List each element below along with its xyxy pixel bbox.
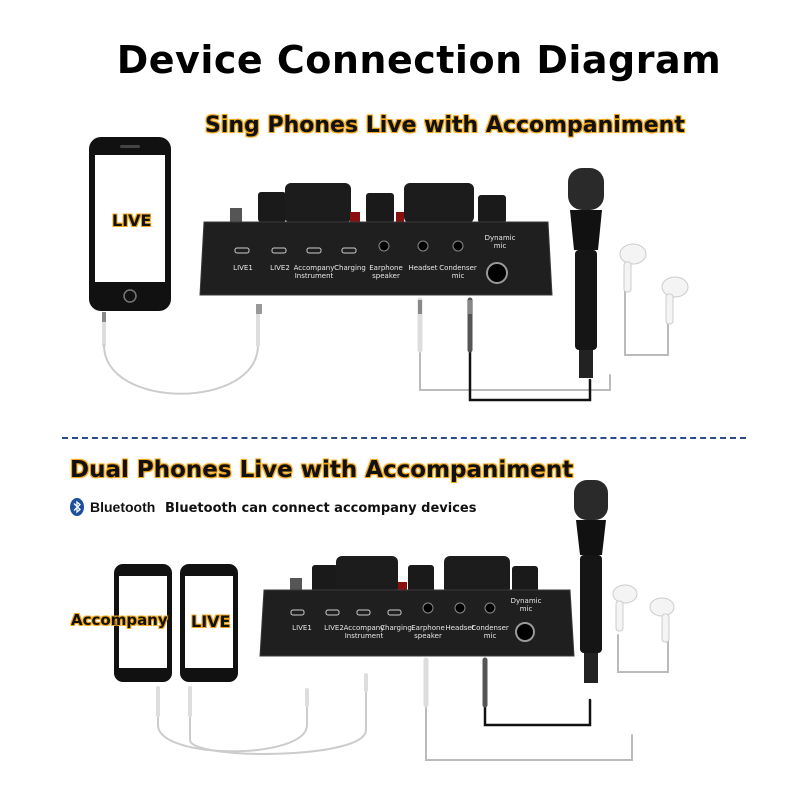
port-label: speaker	[372, 272, 400, 280]
port-label: LIVE2	[270, 264, 290, 272]
port-label: Headset	[408, 264, 437, 272]
port-label: Accompany	[344, 624, 385, 632]
phone-live-label-2: LIVE	[191, 612, 231, 631]
port-label: mic	[452, 272, 465, 280]
cables-section2	[156, 624, 669, 761]
port-label: LIVE1	[292, 624, 312, 632]
sound-card-1	[199, 183, 553, 296]
phone-live-1	[89, 137, 171, 311]
port-label: mic	[520, 605, 533, 613]
microphone-1	[568, 168, 604, 378]
sound-card-2	[259, 556, 575, 657]
port-label: Earphone	[369, 264, 403, 272]
phone-live-2	[180, 564, 238, 682]
port-label: Instrument	[295, 272, 334, 280]
phone-live-label: LIVE	[112, 211, 152, 230]
earphones-2	[612, 584, 675, 643]
earphones-1	[619, 243, 689, 325]
port-label: Dynamic	[511, 597, 542, 605]
diagram-title: Device Connection Diagram	[116, 38, 722, 82]
port-label: Charging	[334, 264, 366, 272]
bluetooth-wordmark: Bluetooth	[90, 499, 156, 515]
bluetooth-note: Bluetooth can connect accompany devices	[165, 501, 477, 516]
section1-heading: Sing Phones Live with Accompaniment	[205, 113, 685, 138]
port-label: LIVE2	[324, 624, 344, 632]
phone-accompany	[114, 564, 172, 682]
phone-accompany-label: Accompany	[71, 611, 168, 629]
port-label: mic	[494, 242, 507, 250]
section2-heading: Dual Phones Live with Accompaniment	[70, 457, 574, 483]
port-labels-1: LIVE1 LIVE2 Accompany Instrument Chargin…	[233, 234, 515, 280]
port-label: Condenser	[471, 624, 509, 632]
port-label: Condenser	[439, 264, 477, 272]
port-label: Headset	[445, 624, 474, 632]
port-label: speaker	[414, 632, 442, 640]
section-divider	[62, 437, 746, 439]
port-label: Accompany	[294, 264, 335, 272]
port-label: mic	[484, 632, 497, 640]
port-labels-2: LIVE1 LIVE2 Accompany Instrument Chargin…	[292, 597, 541, 640]
port-label: Instrument	[345, 632, 384, 640]
bluetooth-icon	[70, 498, 84, 516]
port-label: Dynamic	[485, 234, 516, 242]
port-label: Charging	[380, 624, 412, 632]
microphone-2	[574, 480, 608, 683]
port-label: LIVE1	[233, 264, 253, 272]
jacks-section1	[102, 300, 472, 322]
bluetooth-logo: Bluetooth	[70, 498, 155, 516]
port-label: Earphone	[411, 624, 445, 632]
